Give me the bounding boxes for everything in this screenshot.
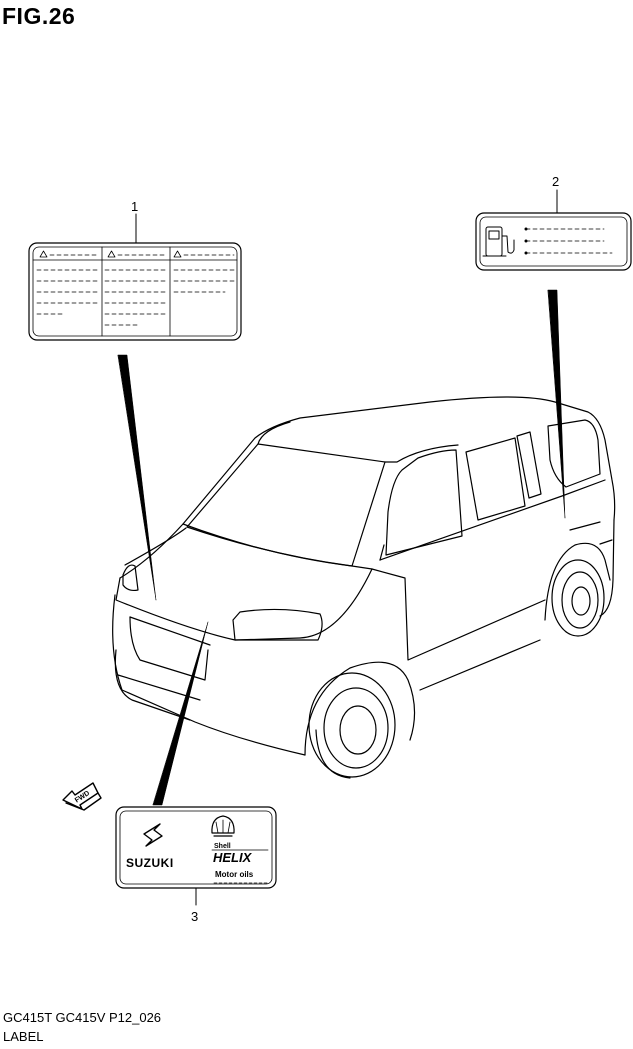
leader-wedge-2 <box>547 289 566 519</box>
label-2-fuel-sticker <box>475 212 632 271</box>
leader-wedge-3 <box>152 621 209 806</box>
suzuki-wordmark: SUZUKI <box>126 856 174 870</box>
warning-triangle-icon <box>107 250 116 258</box>
callout-1: 1 <box>131 199 138 214</box>
label-1-warning-sticker <box>28 242 242 341</box>
fwd-direction-arrow <box>62 782 102 811</box>
figure-code: GC415T GC415V P12_026 <box>3 1010 162 1025</box>
shell-logo-icon <box>211 815 235 837</box>
vehicle-illustration <box>112 396 616 779</box>
warning-triangle-icon <box>39 250 48 258</box>
suzuki-logo-icon <box>143 823 163 847</box>
figure-title: FIG.26 <box>2 3 76 29</box>
shell-small-text: Shell <box>214 843 231 850</box>
figure-caption: LABEL <box>3 1029 44 1044</box>
leader-wedge-1 <box>117 354 157 601</box>
motor-oils-text: Motor oils <box>215 870 254 879</box>
callout-3: 3 <box>191 909 198 924</box>
helix-wordmark: HELIX <box>213 850 253 865</box>
label-3-oil-sticker <box>115 806 277 889</box>
warning-triangle-icon <box>173 250 182 258</box>
callout-2: 2 <box>552 174 559 189</box>
fuel-pump-icon <box>482 226 515 257</box>
